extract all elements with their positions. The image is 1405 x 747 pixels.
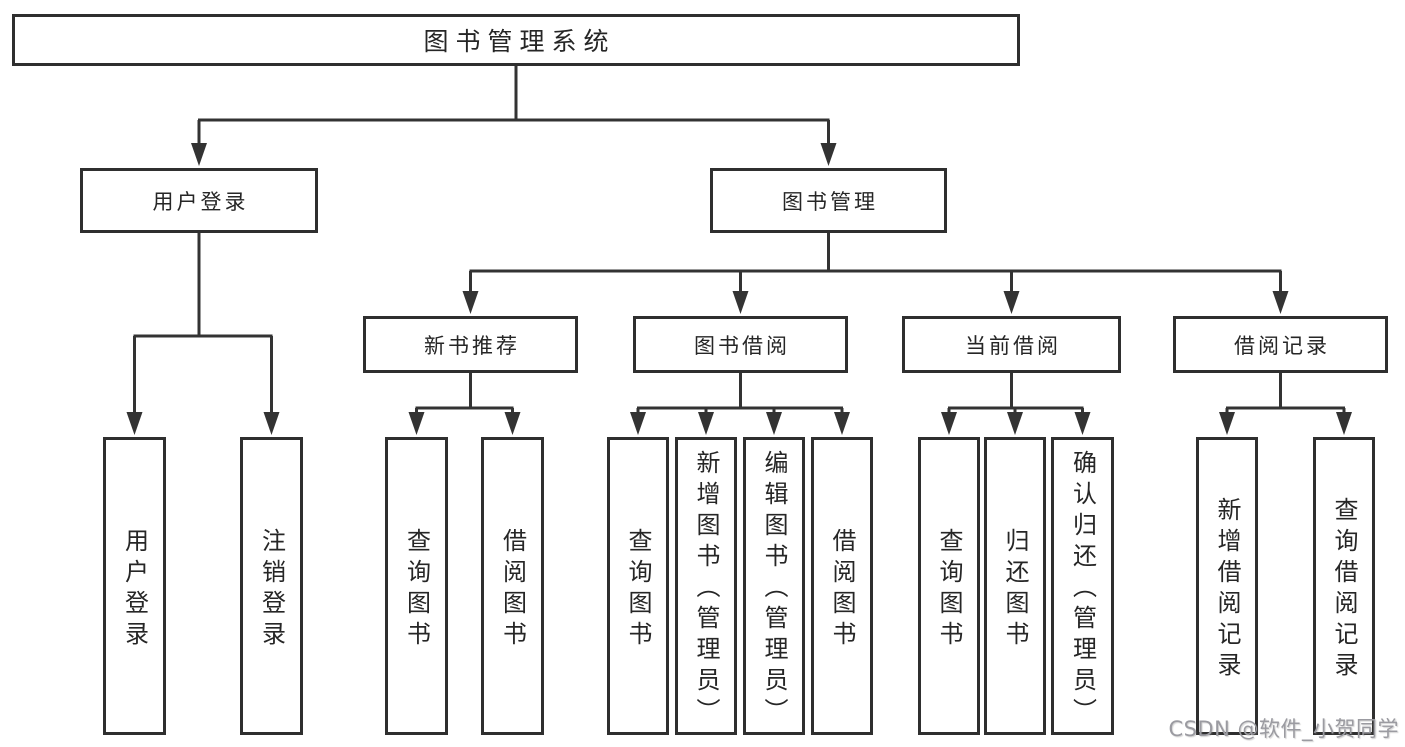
arrowhead-icon [1074,412,1091,435]
arrowhead-icon [462,291,479,314]
node-leaf-confirm-return-admin: 确认归还（管理员） [1051,437,1114,735]
arrowhead-icon [820,143,837,166]
node-label: 图书管理 [782,189,878,214]
node-current-borrowing: 当前借阅 [902,316,1121,373]
node-book-borrowing: 图书借阅 [633,316,848,373]
arrowhead-icon [1272,291,1289,314]
arrowhead-icon [1219,412,1235,435]
arrowhead-icon [1003,291,1020,314]
node-label: 归还图书 [1001,527,1029,652]
node-borrowing-records: 借阅记录 [1173,316,1388,373]
node-label: 查询图书 [935,527,963,652]
arrowhead-icon [834,412,850,435]
arrowhead-icon [126,412,143,435]
node-label: 查询图书 [624,527,652,652]
node-book-management-branch: 图书管理 [710,168,947,233]
arrowhead-icon [504,412,521,435]
node-leaf-edit-books-admin: 编辑图书（管理员） [743,437,805,735]
node-label: 图书借阅 [694,333,790,358]
node-label: 查询借阅记录 [1330,496,1358,683]
node-leaf-user-login: 用户登录 [103,437,166,735]
node-label: 借阅图书 [498,527,527,652]
node-label: 新增图书（管理员） [692,450,720,729]
node-library-system: 图书管理系统 [12,14,1020,66]
node-label: 图书管理系统 [423,27,616,56]
arrowhead-icon [191,143,207,166]
node-label: 用户登录 [120,527,149,652]
node-leaf-add-books-admin: 新增图书（管理员） [675,437,737,735]
node-leaf-add-borrow-record: 新增借阅记录 [1196,437,1258,735]
node-leaf-logout: 注销登录 [240,437,303,735]
node-user-login-branch: 用户登录 [80,168,318,233]
arrowhead-icon [630,412,646,435]
node-label: 当前借阅 [965,333,1061,358]
arrowhead-icon [1336,412,1352,435]
node-label: 用户登录 [152,189,249,214]
node-leaf-query-books-3: 查询图书 [918,437,980,735]
node-label: 新增借阅记录 [1213,496,1241,683]
node-leaf-query-borrow-record: 查询借阅记录 [1313,437,1375,735]
node-leaf-borrow-books-2: 借阅图书 [811,437,873,735]
node-label: 查询图书 [402,527,431,652]
node-label: 确认归还（管理员） [1068,450,1097,729]
node-new-book-recommend: 新书推荐 [363,316,578,373]
arrowhead-icon [1007,412,1023,435]
arrowhead-icon [263,412,280,435]
arrowhead-icon [698,412,714,435]
node-label: 编辑图书（管理员） [760,450,788,729]
node-leaf-borrow-books-1: 借阅图书 [481,437,544,735]
node-leaf-return-books: 归还图书 [984,437,1046,735]
arrowhead-icon [732,291,749,314]
node-leaf-query-books-1: 查询图书 [385,437,448,735]
arrowhead-icon [408,412,425,435]
node-leaf-query-books-2: 查询图书 [607,437,669,735]
arrowhead-icon [941,412,957,435]
arrowhead-icon [766,412,782,435]
node-label: 注销登录 [257,527,286,652]
node-label: 借阅记录 [1234,333,1330,358]
node-label: 借阅图书 [828,527,856,652]
node-label: 新书推荐 [424,333,520,358]
